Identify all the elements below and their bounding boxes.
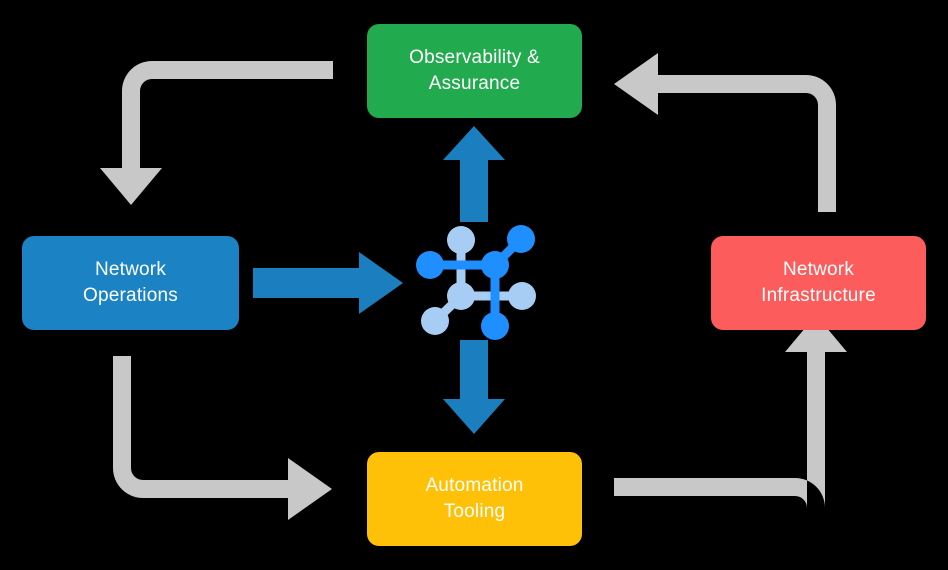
node-automation-label-line1: Automation xyxy=(425,474,524,496)
node-observability-label-line2: Assurance xyxy=(428,73,521,94)
arrow-center-to-automation xyxy=(443,340,505,434)
node-automation-tooling[interactable]: Automation Tooling xyxy=(367,452,582,546)
arrow-center-to-observability xyxy=(443,126,505,222)
topology-node-top-left xyxy=(447,226,475,254)
node-observability-label-line1: Observability & xyxy=(409,46,540,68)
arrow-infrastructure-to-observability xyxy=(614,53,836,212)
node-network-infrastructure[interactable]: Network Infrastructure xyxy=(711,236,926,330)
node-operations-label-line1: Network xyxy=(94,258,167,280)
arrow-observability-to-operations xyxy=(100,61,333,205)
topology-node-right-mid xyxy=(508,282,536,310)
topology-node-center xyxy=(481,251,509,279)
node-observability-assurance[interactable]: Observability & Assurance xyxy=(367,24,582,118)
arrow-operations-to-automation xyxy=(113,356,332,520)
node-infrastructure-label-line1: Network xyxy=(782,258,855,280)
topology-node-bottom xyxy=(481,312,509,340)
node-operations-label-line2: Operations xyxy=(83,285,178,306)
node-infrastructure-label-line2: Infrastructure xyxy=(761,285,876,306)
network-topology-icon xyxy=(416,225,536,340)
node-automation-label-line2: Tooling xyxy=(443,501,506,522)
node-network-operations[interactable]: Network Operations xyxy=(22,236,239,330)
arrow-automation-to-infrastructure xyxy=(614,315,847,508)
topology-node-bottom-left xyxy=(421,307,449,335)
topology-node-mid-left xyxy=(447,282,475,310)
arrow-operations-to-center xyxy=(253,252,403,314)
topology-node-left xyxy=(416,251,444,279)
topology-node-top-right xyxy=(507,225,535,253)
